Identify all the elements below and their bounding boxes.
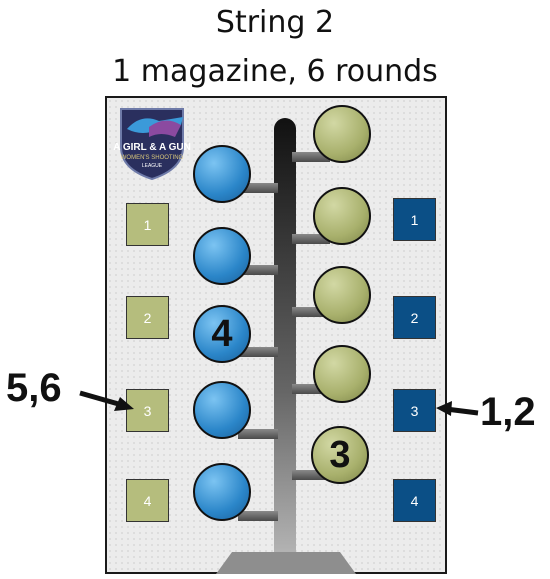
left-arm	[238, 347, 278, 357]
right-disc-1	[313, 105, 371, 163]
left-disc-2	[193, 227, 251, 285]
right-arm	[292, 384, 330, 394]
right-arm	[292, 307, 330, 317]
right-square-2: 2	[393, 296, 436, 339]
arrow-left	[79, 390, 134, 411]
left-arm	[238, 511, 278, 521]
left-disc-1	[193, 145, 251, 203]
tree-base	[216, 552, 356, 574]
left-square-2: 2	[126, 296, 169, 339]
right-disc-2	[313, 187, 371, 245]
page-subtitle: 1 magazine, 6 rounds	[112, 54, 438, 89]
right-arm	[292, 470, 330, 480]
left-arm	[238, 183, 278, 193]
right-disc-3	[313, 266, 371, 324]
callout-right: 1,2	[480, 390, 536, 434]
right-disc-4	[313, 345, 371, 403]
left-disc-5	[193, 463, 251, 521]
right-square-1: 1	[393, 198, 436, 241]
right-arm	[292, 152, 330, 162]
callout-left: 5,6	[6, 366, 62, 410]
left-arm	[238, 265, 278, 275]
left-square-4: 4	[126, 479, 169, 522]
logo-league: LEAGUE	[142, 163, 163, 169]
right-disc-5: 3	[311, 426, 369, 484]
page-title: String 2	[215, 5, 335, 40]
right-square-4: 4	[393, 479, 436, 522]
left-square-1: 1	[126, 203, 169, 246]
tree-pole	[274, 118, 296, 574]
arrow-right	[436, 401, 479, 416]
left-square-3: 3	[126, 389, 169, 432]
aggl-logo: A GIRL & A GUN WOMEN'S SHOOTING LEAGUE	[113, 108, 191, 181]
left-disc-3: 4	[193, 305, 251, 363]
logo-text: A GIRL & A GUN	[113, 142, 191, 153]
right-arm	[292, 234, 330, 244]
left-disc-4	[193, 381, 251, 439]
left-arm	[238, 429, 278, 439]
logo-subtext: WOMEN'S SHOOTING	[121, 155, 184, 161]
right-square-3: 3	[393, 389, 436, 432]
